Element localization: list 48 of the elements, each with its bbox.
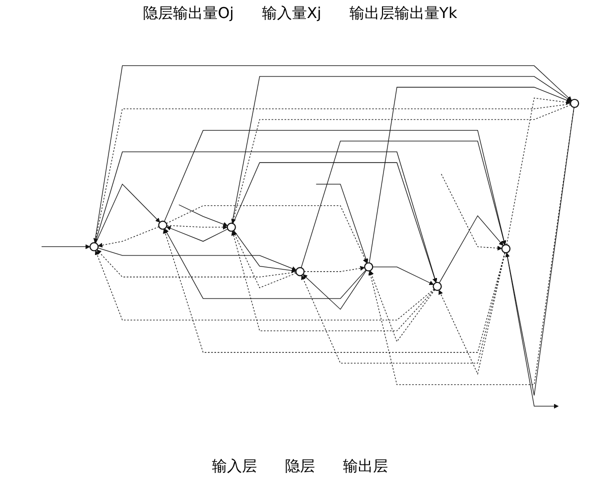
arrow xyxy=(178,204,228,226)
arrow xyxy=(438,252,506,375)
node-circle xyxy=(364,262,374,272)
arrow xyxy=(166,224,228,230)
arrow xyxy=(506,98,571,246)
annotation-label: 输入量Xj xyxy=(262,4,322,23)
arrow xyxy=(94,152,438,283)
arrow xyxy=(164,228,366,299)
annotation-label: 隐层输出量Oj xyxy=(142,4,234,23)
arrow xyxy=(94,250,434,320)
node-circle xyxy=(158,220,168,230)
node-circle xyxy=(90,242,99,252)
node-circle xyxy=(570,98,580,108)
arrow xyxy=(98,248,296,271)
arrow xyxy=(372,266,434,285)
arrow xyxy=(232,230,297,288)
arrow xyxy=(162,228,506,353)
annotation-label: 输出层输出量Yk xyxy=(349,4,458,23)
arrow xyxy=(304,266,365,272)
arrow xyxy=(94,65,572,244)
node-circle xyxy=(432,282,442,291)
arrow xyxy=(368,86,571,264)
arrow xyxy=(302,270,367,310)
arrow xyxy=(41,244,90,250)
node-circle xyxy=(295,267,305,276)
arrow xyxy=(232,76,572,224)
arrow xyxy=(166,226,228,242)
arrow xyxy=(506,252,559,409)
arrow xyxy=(440,174,502,251)
arrow xyxy=(95,184,160,244)
arrow xyxy=(233,230,296,273)
arrow xyxy=(98,226,160,248)
arrow xyxy=(505,107,574,396)
arrow xyxy=(316,184,368,264)
arrow xyxy=(438,215,504,284)
layer-label: 隐层 xyxy=(285,457,315,476)
layer-label: 输入层 xyxy=(212,457,257,476)
arrow xyxy=(231,230,435,332)
arrow xyxy=(96,249,296,278)
arrow xyxy=(300,140,506,268)
node-circle xyxy=(501,244,510,254)
arrow xyxy=(93,104,571,243)
node-circle xyxy=(226,222,236,232)
layer-label: 输出层 xyxy=(343,457,388,476)
arrow xyxy=(166,205,368,264)
arrow xyxy=(369,270,436,342)
arrow xyxy=(232,162,437,283)
arrow xyxy=(231,104,572,224)
